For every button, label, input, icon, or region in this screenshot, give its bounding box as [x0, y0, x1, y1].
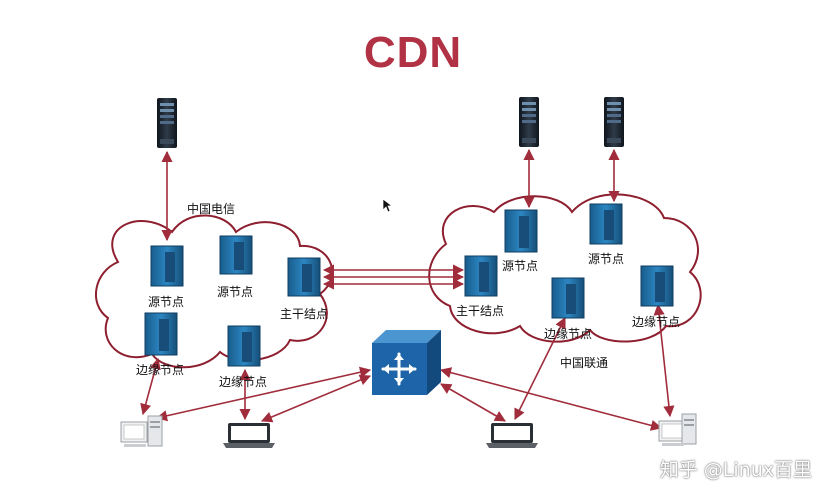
rack-server-icon — [604, 97, 624, 147]
server-icon — [150, 245, 184, 287]
node-label: 源节点 — [502, 259, 539, 273]
server-icon — [144, 312, 178, 356]
isp-telecom-label: 中国电信 — [187, 202, 236, 216]
rack-server-icon — [157, 98, 177, 148]
rack-server-icon — [519, 97, 539, 147]
arrow-edge-left-client — [140, 357, 161, 416]
watermark: 知乎 @Linux百里 — [659, 459, 812, 481]
server-icon — [227, 325, 261, 367]
node-label: 边缘节点 — [136, 363, 185, 377]
mouse-cursor-icon — [383, 199, 393, 213]
node-label: 源节点 — [148, 295, 185, 309]
laptop-icon — [486, 423, 538, 448]
arrow-router-right-client — [439, 367, 663, 431]
diagram-title: CDN — [363, 28, 463, 77]
node-label: 主干结点 — [280, 307, 329, 321]
node-label: 边缘节点 — [632, 315, 681, 329]
server-icon — [219, 235, 253, 275]
server-icon — [589, 203, 623, 245]
router-icon — [372, 330, 441, 395]
server-icon — [551, 277, 585, 319]
desktop-computer-icon — [658, 413, 697, 446]
node-label: 边缘节点 — [544, 327, 593, 341]
laptop-icon — [223, 423, 275, 448]
arrow-edge-right-client — [653, 303, 675, 418]
server-icon — [640, 265, 674, 307]
server-icon — [287, 257, 321, 297]
server-icon — [504, 209, 538, 253]
desktop-computer-icon — [120, 415, 163, 447]
server-icon — [464, 255, 498, 297]
left-cloud — [94, 214, 333, 369]
node-label: 边缘节点 — [219, 375, 268, 389]
node-label: 源节点 — [588, 252, 625, 266]
isp-unicom-label: 中国联通 — [560, 356, 609, 370]
arrow-router-laptop1 — [260, 374, 372, 423]
node-label: 主干结点 — [456, 304, 505, 318]
node-label: 源节点 — [217, 285, 254, 299]
arrow-group — [140, 148, 675, 431]
arrow-router-laptop2 — [440, 383, 506, 422]
